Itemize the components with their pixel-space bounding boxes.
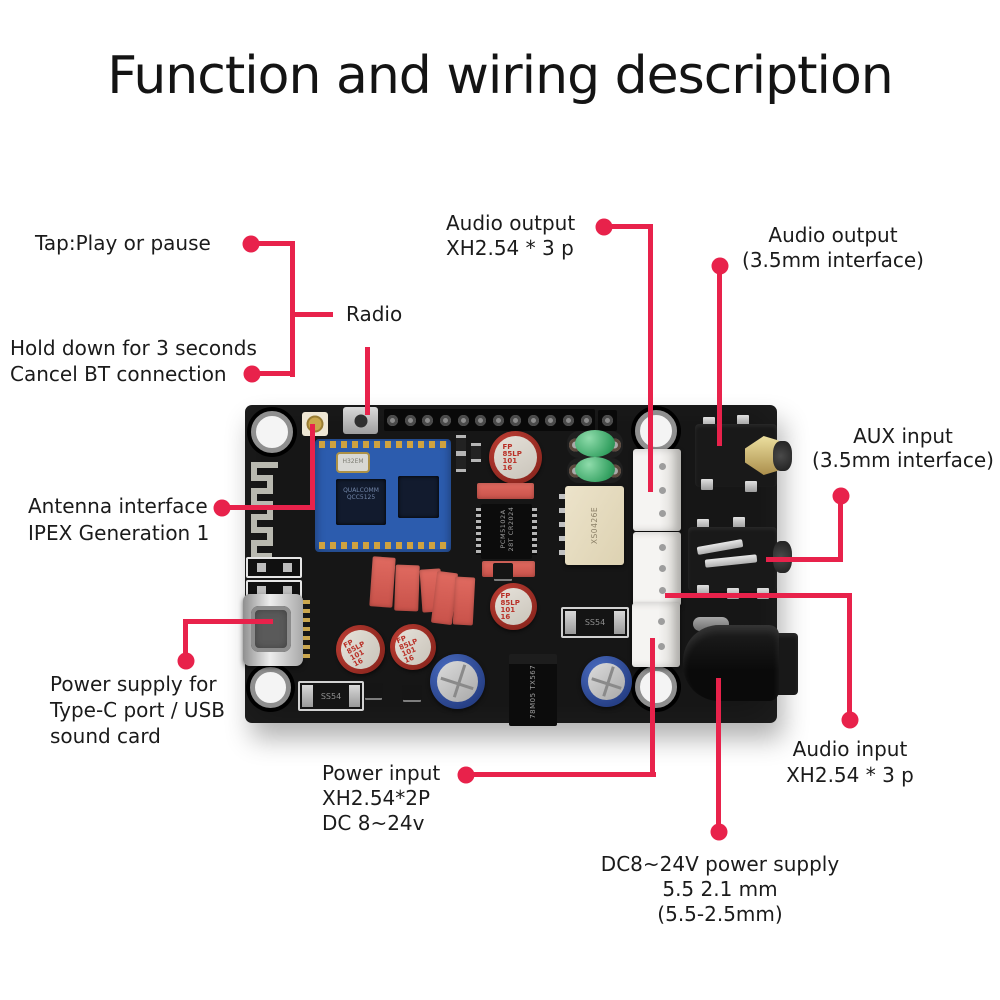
smd-pads (246, 557, 302, 578)
ss54-diode: SS54 (298, 681, 364, 711)
callout-line (847, 593, 852, 721)
blue-capacitor (581, 656, 632, 707)
label-audio-output-jack: Audio output (3.5mm interface) (742, 223, 924, 272)
smd-component (456, 453, 466, 472)
inductor (369, 556, 396, 608)
capacitor-label: FP 85LP 101 16 (341, 637, 367, 668)
dac-chip-label: PCM5102A 28T CR2024 (498, 506, 515, 552)
pcb-board: H32EM QUALCOMM QCC5125 FP 85LP 101 16 FP… (243, 405, 798, 726)
label-audio-input: Audio input XH2.54 * 3 p (786, 737, 914, 787)
callout-line (648, 224, 653, 492)
callout-dot (841, 711, 859, 729)
label-typec-power: Power supply for Type-C port / USB sound… (50, 672, 225, 748)
callout-dot (177, 652, 195, 670)
capacitor-label: FP 85LP 101 16 (500, 591, 520, 621)
smd-transistor (402, 685, 422, 700)
capacitor-label: FP 85LP 101 16 (395, 634, 419, 665)
callout-line (766, 557, 843, 562)
pin-header-single (598, 410, 617, 431)
crystal: H32EM (336, 452, 370, 473)
smd-component (456, 435, 466, 454)
red-capacitor: FP 85LP 101 16 (489, 431, 542, 484)
dac-chip: PCM5102A 28T CR2024 (476, 504, 537, 559)
ss54-diode: SS54 (561, 607, 629, 638)
callout-line (365, 347, 370, 415)
diode-label: SS54 (584, 618, 606, 627)
callout-line (252, 371, 295, 376)
smd-transistor (364, 683, 383, 698)
green-led (575, 457, 615, 482)
xh-connector-audio-output (633, 449, 681, 531)
callout-dot (242, 235, 260, 253)
callout-line (650, 638, 655, 777)
smd-transistor (493, 563, 513, 579)
callout-line (222, 505, 315, 510)
callout-line (466, 772, 656, 777)
label-hold-cancel: Hold down for 3 seconds Cancel BT connec… (10, 336, 257, 386)
callout-dot (832, 487, 850, 505)
voltage-regulator: 78M05 TX567 (509, 654, 557, 726)
callout-line (717, 266, 722, 446)
regulator-label: 78M05 TX567 (529, 664, 537, 719)
page-title: Function and wiring description (107, 46, 894, 106)
isolator-label: XS0426E (589, 506, 599, 545)
blue-capacitor (430, 654, 485, 709)
usb-c-port (243, 594, 310, 666)
callout-dot (710, 823, 728, 841)
red-capacitor: FP 85LP 101 16 (490, 583, 537, 630)
isolator-chip: XS0426E (559, 486, 624, 565)
inductor (477, 483, 534, 499)
callout-line (290, 241, 295, 377)
play-pause-button (343, 407, 378, 434)
xh-connector-power-input (632, 603, 680, 667)
qualcomm-chip-label: QUALCOMM QCC5125 (343, 487, 379, 501)
inductor (394, 564, 420, 612)
bluetooth-module: H32EM QUALCOMM QCC5125 (315, 439, 451, 552)
label-dc-power: DC8~24V power supply 5.5 2.1 mm (5.5-2.5… (600, 852, 840, 926)
callout-line (183, 619, 188, 662)
bt-memory-chip (398, 476, 439, 518)
pin-header (384, 409, 595, 431)
mounting-hole (635, 410, 677, 452)
green-led (575, 430, 615, 457)
mounting-hole (635, 666, 677, 708)
label-audio-output-xh: Audio output XH2.54 * 3 p (446, 211, 576, 260)
qualcomm-chip: QUALCOMM QCC5125 (336, 479, 386, 525)
inductor (452, 576, 476, 626)
label-aux-input: AUX input (3.5mm interface) (812, 424, 994, 472)
callout-dot (457, 766, 475, 784)
callout-line (838, 496, 843, 562)
callout-line (290, 312, 333, 317)
callout-dot (213, 499, 231, 517)
smd-component (471, 443, 481, 462)
capacitor-label: FP 85LP 101 16 (502, 442, 522, 472)
callout-line (716, 678, 721, 833)
red-capacitor: FP 85LP 101 16 (327, 616, 394, 683)
callout-dot (711, 257, 729, 275)
label-radio: Radio (346, 302, 403, 326)
label-antenna: Antenna interface IPEX Generation 1 (28, 494, 210, 545)
diode-label: SS54 (320, 691, 342, 701)
mounting-hole (251, 411, 293, 453)
label-tap-play: Tap:Play or pause (35, 231, 211, 255)
label-power-input: Power input XH2.54*2P DC 8~24v (322, 761, 441, 835)
callout-line (310, 424, 315, 510)
callout-dot (595, 218, 613, 236)
pcb-antenna-trace (251, 462, 278, 559)
callout-line (183, 619, 273, 624)
callout-line (665, 593, 852, 598)
callout-dot (243, 365, 261, 383)
mounting-hole (250, 667, 291, 708)
callout-line (251, 241, 295, 246)
crystal-label: H32EM (342, 458, 364, 465)
ipex-antenna-connector (302, 412, 328, 436)
callout-line (604, 224, 653, 229)
